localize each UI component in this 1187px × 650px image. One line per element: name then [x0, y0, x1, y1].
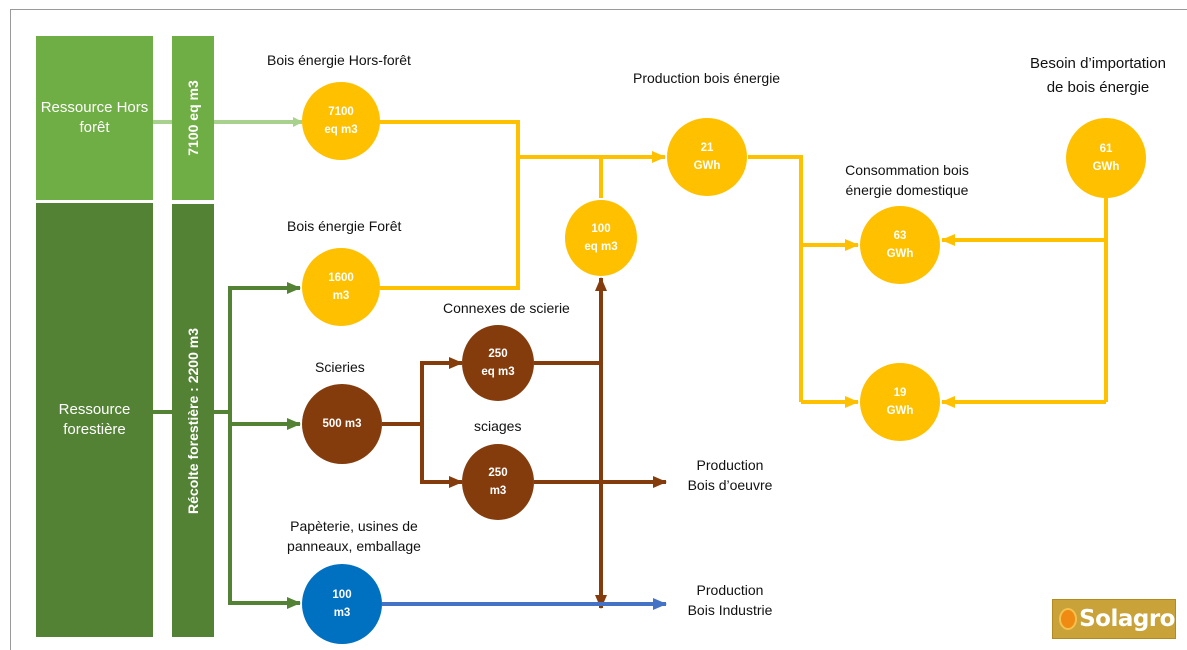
- ressource-forestiere-label: Ressource forestière: [58, 401, 131, 438]
- label-besoin-importation: Besoin d’importation de bois énergie: [1018, 52, 1178, 100]
- label-consommation-line1: Consommation bois: [845, 162, 969, 178]
- ressource-forestiere-box: Ressource forestière: [36, 203, 153, 637]
- label-connexes-scierie: Connexes de scierie: [443, 300, 570, 316]
- arrow-hors-foret-yellow: [380, 120, 520, 157]
- label-papeterie-line2: panneaux, emballage: [287, 538, 421, 554]
- node-value: 19: [893, 387, 907, 399]
- label-sciages: sciages: [474, 418, 522, 434]
- node-value: 7100: [328, 106, 354, 118]
- label-bois-industrie-line1: Production: [696, 582, 764, 598]
- node-value: 100: [591, 223, 611, 235]
- sun-icon: [1059, 608, 1078, 630]
- node-unit: eq m3: [584, 241, 618, 253]
- label-bois-energie-hors-foret: Bois énergie Hors-forêt: [267, 52, 411, 68]
- node-unit: m3: [333, 607, 351, 619]
- solagro-logo-text: Solagro: [1079, 606, 1175, 632]
- node-value: 250: [488, 467, 508, 479]
- arrow-production-out: [748, 155, 803, 402]
- label-bois-energie-foret: Bois énergie Forêt: [287, 218, 402, 234]
- label-consommation: Consommation bois énergie domestique: [832, 160, 982, 200]
- node-importation: 61 GWh: [1066, 118, 1146, 198]
- node-unit: GWh: [693, 160, 721, 172]
- label-production-bois-industrie: Production Bois Industrie: [670, 580, 790, 620]
- label-production-bois-energie: Production bois énergie: [633, 70, 781, 86]
- label-besoin-line1: Besoin d’importation: [1030, 55, 1166, 72]
- node-scieries: 500 m3: [302, 384, 382, 464]
- node-consommation-2: 19 GWh: [860, 363, 940, 441]
- node-junction: 100 eq m3: [565, 200, 637, 276]
- frame-left-line: [10, 9, 11, 650]
- ressource-hors-foret-box: Ressource Hors forêt: [36, 36, 153, 200]
- node-unit: GWh: [886, 248, 914, 260]
- node-connexes-scierie: 250 eq m3: [462, 325, 534, 401]
- node-unit: m3: [489, 485, 507, 497]
- node-value: 1600: [328, 272, 354, 284]
- node-value: 500 m3: [322, 418, 362, 430]
- label-scieries: Scieries: [315, 359, 365, 375]
- node-value: 250: [488, 348, 508, 360]
- node-unit: m3: [332, 290, 350, 302]
- node-sciages: 250 m3: [462, 444, 534, 520]
- node-unit: GWh: [1092, 161, 1120, 173]
- node-unit: GWh: [886, 405, 914, 417]
- label-consommation-line2: énergie domestique: [845, 182, 969, 198]
- ressource-hors-foret-label: Ressource Hors forêt: [40, 99, 149, 136]
- node-unit: eq m3: [481, 366, 515, 378]
- node-bois-energie-hors-foret: 7100 eq m3: [302, 82, 380, 160]
- hors-foret-volume-box: 7100 eq m3: [172, 36, 214, 200]
- node-value: 63: [893, 230, 907, 242]
- frame-top-line: [10, 9, 1187, 10]
- label-bois-oeuvre-line2: Bois d’oeuvre: [687, 477, 773, 493]
- label-bois-oeuvre-line1: Production: [696, 457, 764, 473]
- label-production-bois-oeuvre: Production Bois d’oeuvre: [670, 455, 790, 495]
- recolte-forestiere-box: Récolte forestière : 2200 m3: [172, 204, 214, 637]
- node-unit: eq m3: [324, 124, 358, 136]
- node-production-bois-energie: 21 GWh: [667, 118, 747, 196]
- node-papeterie: 100 m3: [302, 564, 382, 644]
- node-value: 100: [332, 589, 352, 601]
- node-bois-energie-foret: 1600 m3: [302, 248, 380, 326]
- label-papeterie-line1: Papèterie, usines de: [290, 518, 418, 534]
- node-value: 61: [1099, 143, 1113, 155]
- label-papeterie: Papèterie, usines de panneaux, emballage: [279, 516, 429, 556]
- arrow-foret-yellow: [380, 157, 520, 290]
- label-bois-industrie-line2: Bois Industrie: [687, 602, 773, 618]
- label-besoin-line2: de bois énergie: [1046, 79, 1150, 96]
- solagro-logo: Solagro: [1052, 599, 1176, 639]
- hors-foret-volume-text: 7100 eq m3: [185, 80, 201, 156]
- node-consommation-1: 63 GWh: [860, 206, 940, 284]
- node-value: 21: [700, 142, 714, 154]
- recolte-forestiere-text: Récolte forestière : 2200 m3: [185, 327, 202, 514]
